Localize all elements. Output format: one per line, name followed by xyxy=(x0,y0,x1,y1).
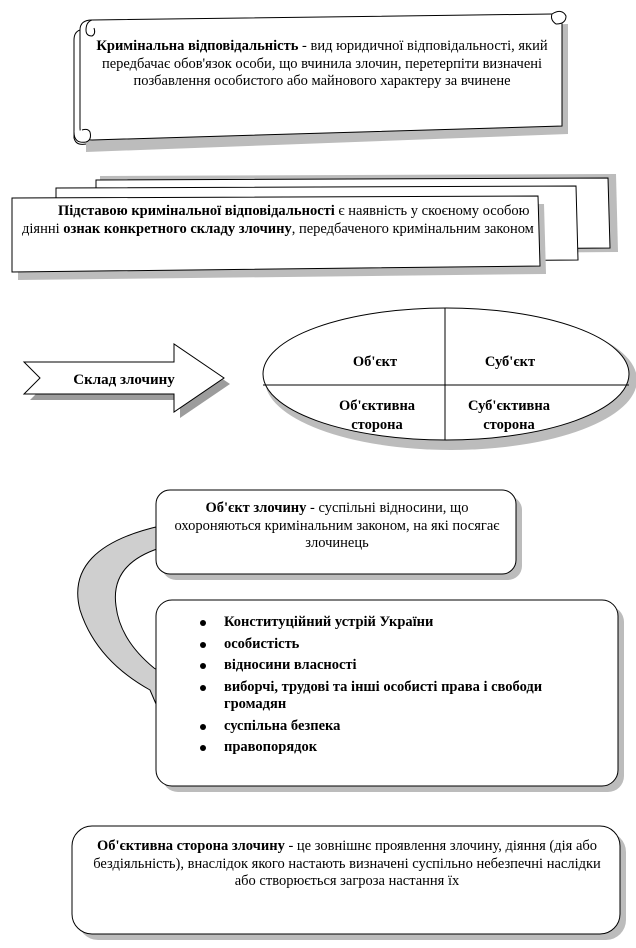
objective-side-body: - це зовнішнє проявлення злочину, діяння… xyxy=(93,838,601,889)
objects-list: Конституційний устрій України особистіст… xyxy=(200,614,590,761)
composition-subject: Суб'єкт xyxy=(485,354,535,370)
definition-text: Кримінальна відповідальність - вид юриди… xyxy=(96,38,548,91)
crime-object-box xyxy=(155,489,522,580)
definition-body: - вид юридичної відповідальності, який п… xyxy=(101,38,548,89)
composition-arrow xyxy=(22,343,230,418)
basis-body-1: є наявність у скоєному особою діянні xyxy=(22,203,530,237)
list-item: відносини власності xyxy=(200,657,590,675)
bullet-icon xyxy=(200,684,206,691)
composition-objective-side-line1: Об'єктивна xyxy=(339,398,416,414)
crime-object-term: Об'єкт злочину xyxy=(205,500,307,516)
composition-subjective-side-line2: сторона xyxy=(483,417,535,433)
composition-object: Об'єкт xyxy=(353,354,397,370)
list-item: правопорядок xyxy=(200,739,590,757)
basis-term: Підставою кримінальної відповідальності xyxy=(58,203,335,219)
list-item: Конституційний устрій України xyxy=(200,614,590,632)
crime-object-text: Об'єкт злочину - суспільні відносини, що… xyxy=(170,500,504,553)
definition-scroll xyxy=(73,10,568,152)
basis-body-2: , передбаченого кримінальним законом xyxy=(291,220,534,237)
bullet-icon xyxy=(200,745,206,751)
composition-ellipse xyxy=(262,307,636,450)
definition-term: Кримінальна відповідальність xyxy=(96,38,299,54)
objective-side-box xyxy=(71,825,626,940)
basis-term-2: ознак конкретного складу злочину xyxy=(63,220,292,237)
bullet-icon xyxy=(200,641,206,648)
basis-stack xyxy=(11,174,618,280)
objective-side-text: Об'єктивна сторона злочину - це зовнішнє… xyxy=(90,838,604,891)
bullet-icon xyxy=(200,723,206,730)
composition-subjective-side-line1: Суб'єктивна xyxy=(468,398,551,414)
curved-arrow xyxy=(77,525,171,706)
list-item: виборчі, трудові та інші особисті права … xyxy=(200,679,590,714)
bullet-icon xyxy=(200,620,206,626)
composition-objective-side-line2: сторона xyxy=(351,417,403,433)
list-item: суспільна безпека xyxy=(200,718,590,736)
bullet-icon xyxy=(200,663,206,669)
objects-list-box xyxy=(155,599,624,792)
basis-text: Підставою кримінальної відповідальності … xyxy=(22,203,534,238)
list-item: особистість xyxy=(200,636,590,654)
composition-arrow-label: Склад злочину xyxy=(73,372,175,388)
crime-object-body: - суспільні відносини, що охороняються к… xyxy=(174,500,500,551)
objective-side-term: Об'єктивна сторона злочину xyxy=(96,838,285,854)
